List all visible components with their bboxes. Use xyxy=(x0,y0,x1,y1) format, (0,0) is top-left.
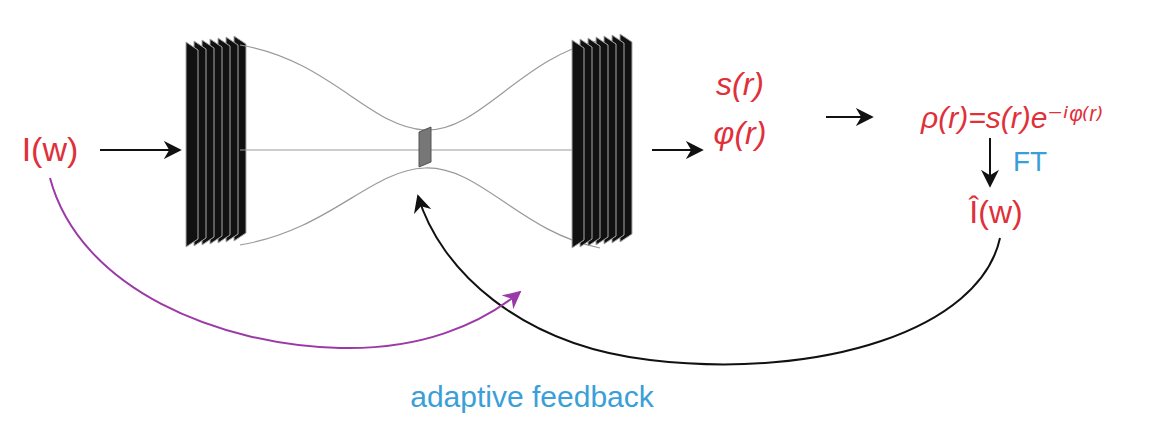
feedback-label: adaptive feedback xyxy=(410,380,654,413)
input-feedback-arrow xyxy=(50,178,520,348)
feedback-arrow xyxy=(418,196,1000,364)
flow-arrows xyxy=(100,117,990,186)
layer-plate xyxy=(186,42,198,247)
output-spectrum: Î(w) xyxy=(969,195,1022,230)
input-spectrum: I(w) xyxy=(22,131,79,168)
beam-lines xyxy=(240,40,600,248)
layer-stack xyxy=(572,34,632,248)
amplitude-label: s(r) xyxy=(716,67,764,102)
transform-label: FT xyxy=(1013,147,1047,178)
complex-field-formula: ρ(r)=s(r)e⁻ⁱᵠ⁽ʳ⁾ xyxy=(921,101,1103,134)
layer-stack xyxy=(186,36,246,247)
focal-element xyxy=(419,127,431,167)
layer-plate xyxy=(572,40,584,248)
phase-label: φ(r) xyxy=(714,116,767,151)
